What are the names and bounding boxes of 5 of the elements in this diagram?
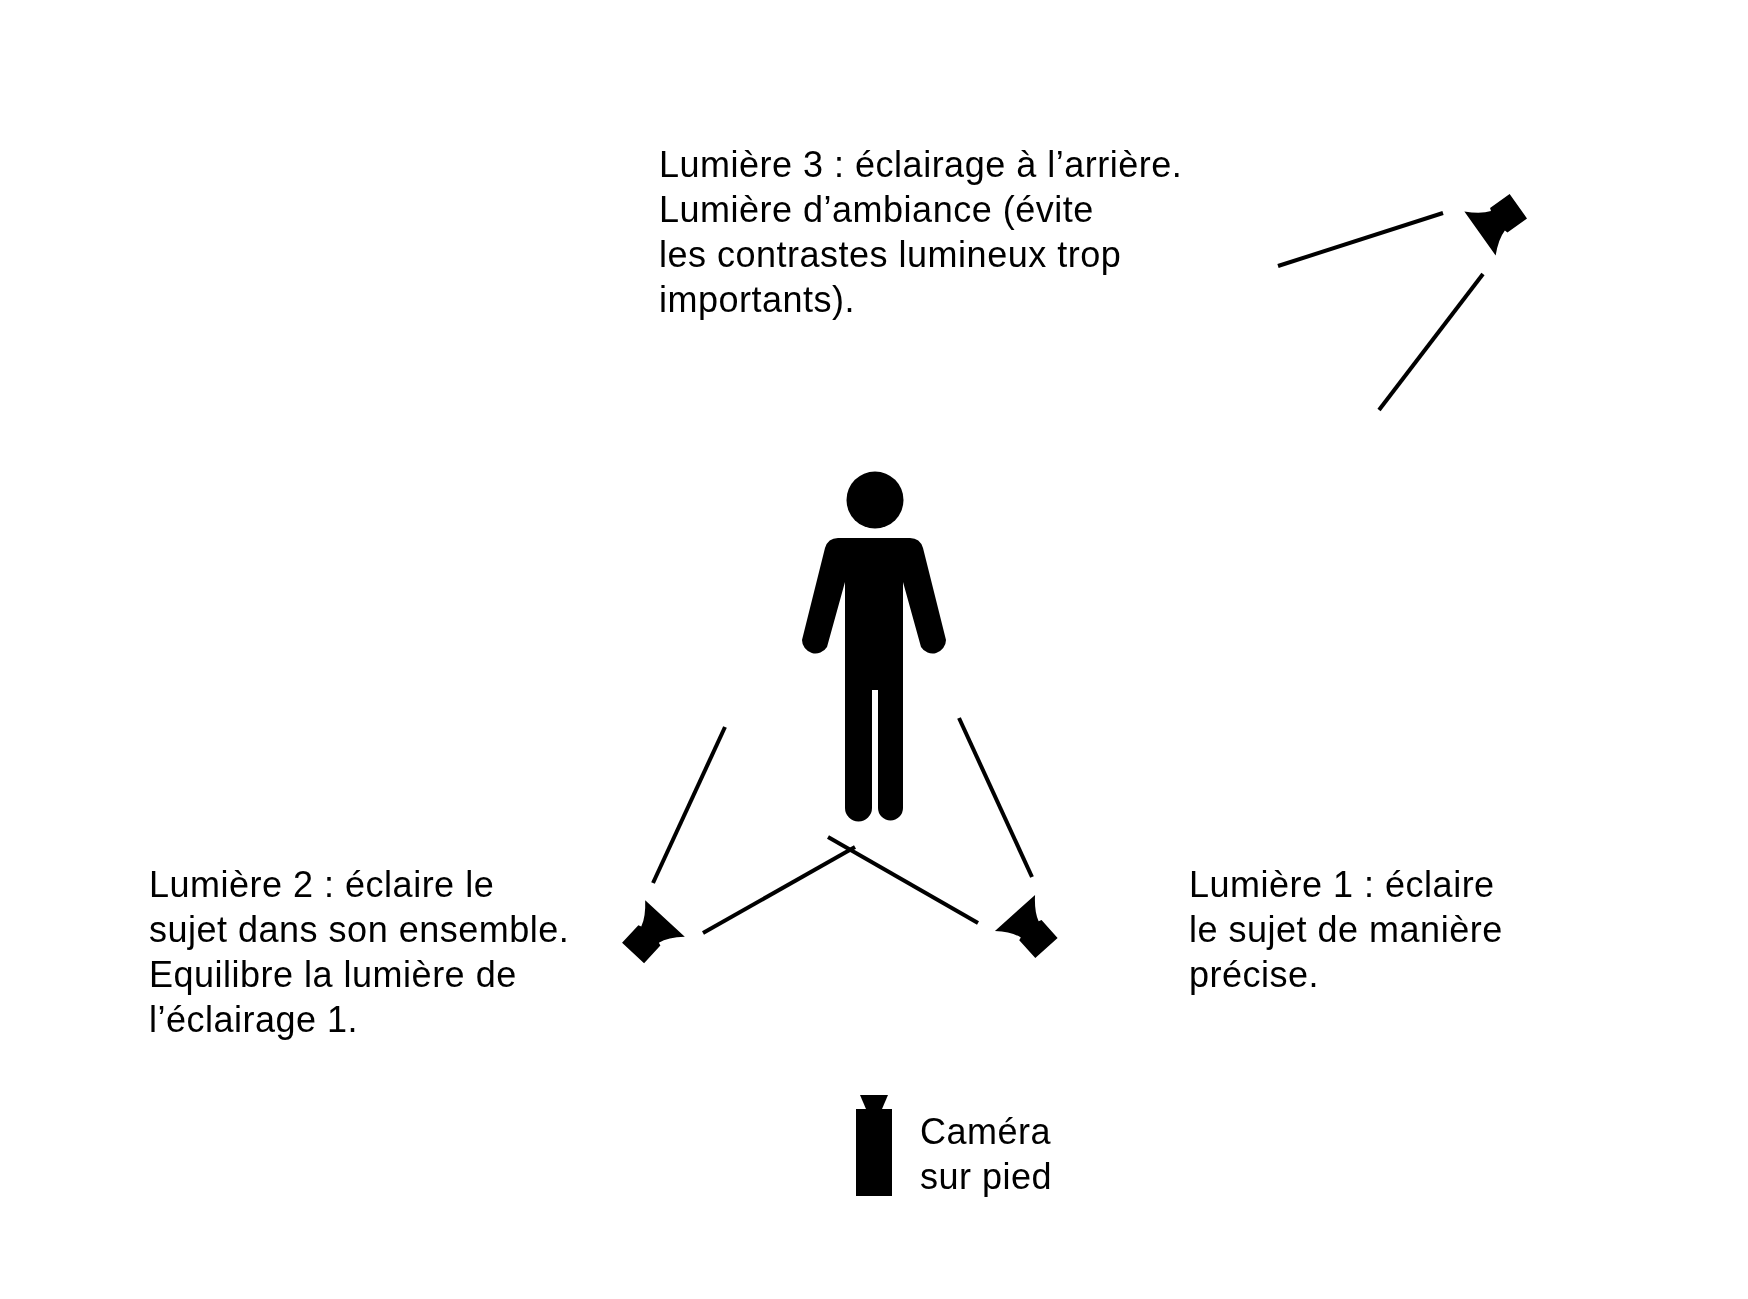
light-description: Lumière 2 : éclaire le sujet dans son ensemble. Equilibre la lumière de l’éclairage 1. (149, 863, 571, 1042)
light-caption: Lumière 3 : éclairage à l’arrière. (659, 143, 1184, 187)
camera-caption: Caméra sur pied (920, 1110, 1054, 1199)
light-description: Lumière 1 : éclaire le sujet de manière précise. (1189, 863, 1504, 997)
light-description: Lumière d’ambiance (évite les contrastes lumineux trop importants). (659, 188, 1123, 322)
